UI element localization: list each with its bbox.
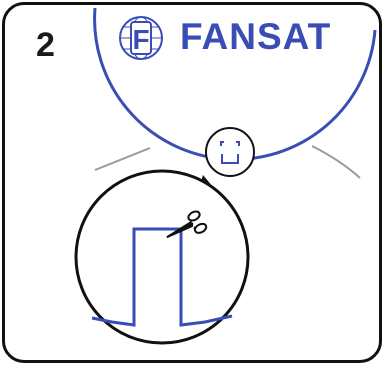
rim-line-left [95, 148, 150, 170]
brand-logo-letter: F [132, 24, 149, 55]
brand-name: FANSAT [180, 16, 331, 58]
fan-edge-detail-circle [206, 128, 254, 176]
rim-line-right [312, 146, 360, 178]
